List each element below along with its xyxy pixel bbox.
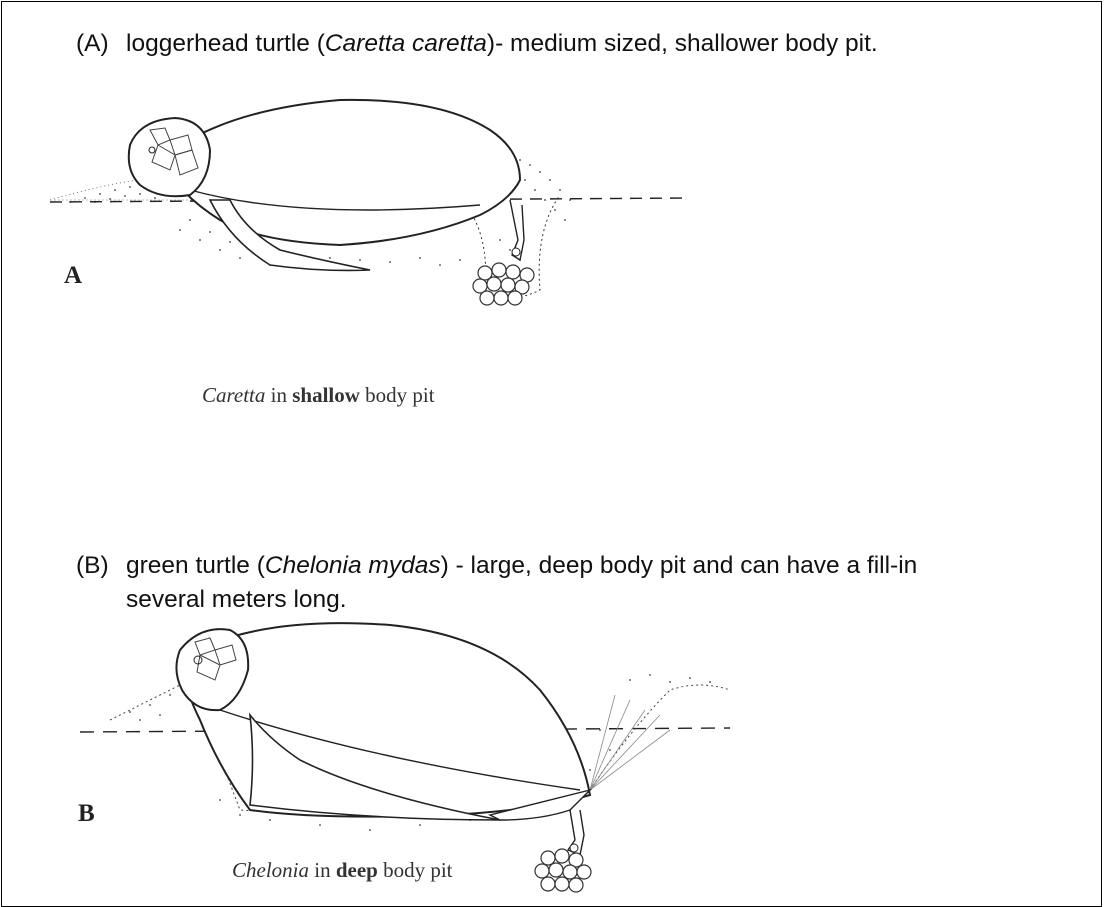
panel-b-caption: (B)green turtle (Chelonia mydas) - large… bbox=[76, 549, 1076, 617]
panel-b-index: (B) bbox=[76, 549, 126, 583]
panel-a-genus: Caretta bbox=[202, 383, 265, 407]
panel-b-figure-caption: Chelonia in deep body pit bbox=[232, 858, 453, 883]
panel-a-figure-in: in bbox=[265, 383, 292, 407]
panel-b-caption-pre: green turtle ( bbox=[126, 552, 265, 579]
panel-a-caption: (A)loggerhead turtle (Caretta caretta)- … bbox=[76, 27, 878, 61]
panel-a-figure-caption: Caretta in shallow body pit bbox=[202, 383, 435, 408]
panel-b-depth: deep bbox=[336, 858, 378, 882]
panel-b-species: Chelonia mydas bbox=[265, 552, 441, 579]
panel-a-species: Caretta caretta bbox=[325, 30, 487, 57]
panel-b-caption-line2: several meters long. bbox=[76, 583, 1076, 617]
panel-a-letter: A bbox=[64, 262, 82, 290]
panel-b-figure-in: in bbox=[309, 858, 336, 882]
panel-b-genus: Chelonia bbox=[232, 858, 309, 882]
panel-b-figure-post: body pit bbox=[378, 858, 453, 882]
loggerhead-turtle-illustration bbox=[40, 90, 720, 330]
panel-b-letter: B bbox=[78, 800, 95, 828]
panel-a-index: (A) bbox=[76, 27, 126, 61]
panel-a-depth: shallow bbox=[292, 383, 360, 407]
panel-a-caption-pre: loggerhead turtle ( bbox=[126, 30, 325, 57]
panel-a-caption-post: )- medium sized, shallower body pit. bbox=[487, 30, 878, 57]
panel-b-caption-post: ) - large, deep body pit and can have a … bbox=[441, 552, 918, 579]
panel-a-figure-post: body pit bbox=[360, 383, 435, 407]
